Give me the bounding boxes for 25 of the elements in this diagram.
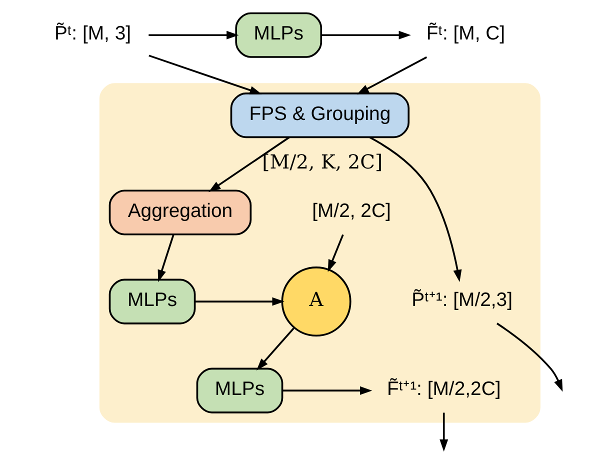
node-box: MLPs (108, 278, 196, 324)
node-box: Aggregation (108, 190, 252, 236)
arrow (321, 30, 411, 40)
arrow (158, 234, 174, 282)
arrow (328, 234, 344, 272)
node-text: P̃ᵗ⁺¹: [M/2,3] (412, 289, 513, 312)
node-box: FPS & Grouping (230, 92, 410, 138)
edge-label: [M/2, K, 2C] (262, 150, 383, 174)
node-text: P̃ᵗ: [M, 3] (54, 22, 132, 45)
node-text: [M/2, 2C] (312, 200, 391, 222)
arrow (369, 136, 462, 282)
arrow (496, 322, 563, 392)
arrow (256, 328, 294, 370)
arrow (148, 54, 262, 94)
arrow (356, 56, 428, 94)
node-circle: A (281, 266, 352, 337)
node-box: MLPs (196, 368, 284, 414)
arrow (194, 297, 284, 306)
arrow (148, 30, 239, 40)
node-text: F̃ᵗ: [M, C] (426, 22, 506, 45)
arrow (440, 412, 448, 452)
arrow (208, 136, 290, 192)
arrow (282, 386, 372, 395)
node-text: F̃ᵗ⁺¹: [M/2,2C] (386, 378, 501, 400)
node-box: MLPs (235, 12, 322, 58)
